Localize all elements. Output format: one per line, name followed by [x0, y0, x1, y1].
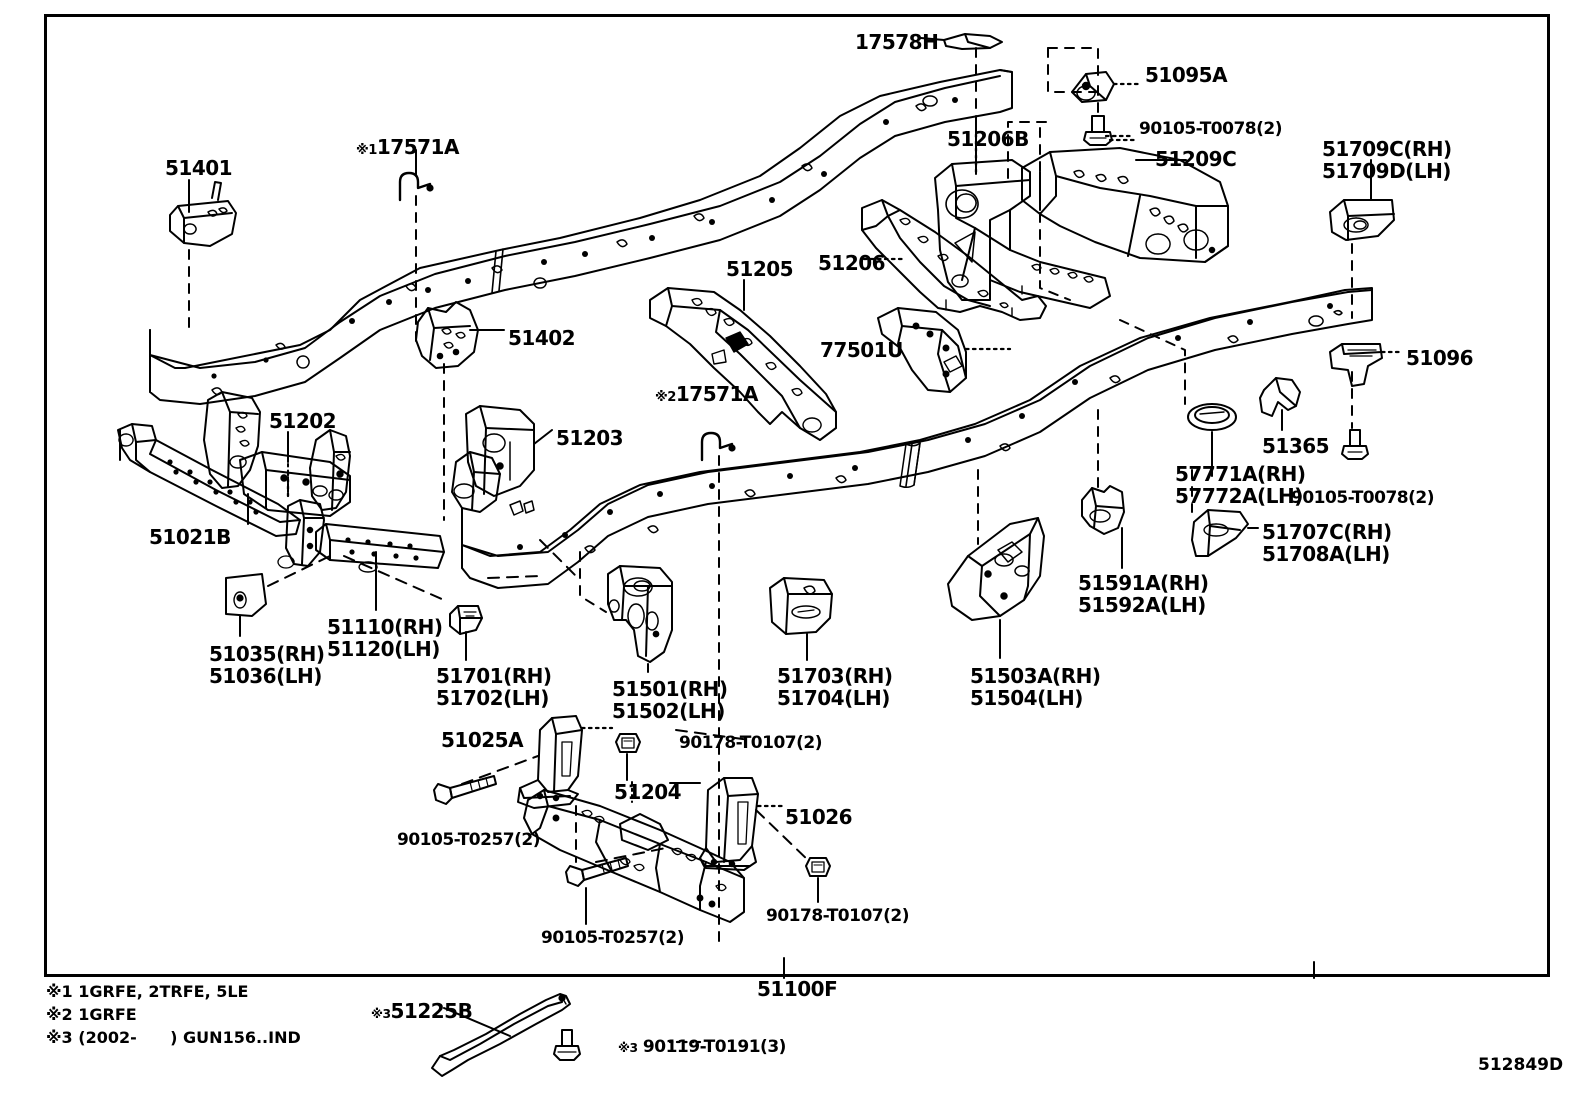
callout-c-51206B: 51206B: [947, 127, 1029, 151]
callout-c-51401: 51401: [165, 156, 233, 180]
callout-c-51203: 51203: [556, 426, 624, 450]
callout-c-5170304: 51703(RH) 51704(LH): [777, 664, 893, 711]
callout-c-5170708: 51707C(RH) 51708A(LH): [1262, 520, 1392, 567]
callout-c-51021B: 51021B: [149, 525, 231, 549]
callout-c-51202: 51202: [269, 409, 337, 433]
callout-part-number: 17571A: [675, 382, 759, 406]
callout-c-51026: 51026: [785, 805, 853, 829]
callout-c-17571A2: ※217571A: [655, 383, 758, 406]
callout-c-51709CD: 51709C(RH) 51709D(LH): [1322, 137, 1452, 184]
fastener-90119-T0191: [553, 1029, 581, 1061]
callout-c-51205: 51205: [726, 257, 794, 281]
callout-c-90105a: 90105-T0078(2): [1139, 119, 1282, 139]
callout-c-511101120: 51110(RH) 51120(LH): [327, 615, 443, 662]
footnotes-block: ※1 1GRFE, 2TRFE, 5LE ※2 1GRFE ※3 (2002- ) …: [46, 980, 301, 1050]
callout-c-90105b: 90105-T0078(2): [1291, 488, 1434, 508]
callout-c-17578H: 17578H: [855, 30, 939, 54]
callout-c-90105c: 90105-T0257(2): [397, 830, 540, 850]
callout-c-51209C: 51209C: [1155, 147, 1237, 171]
footnote-line-2: ※2 1GRFE: [46, 1005, 137, 1025]
callout-c-77501U: 77501U: [820, 338, 903, 362]
footnote-marker: ※1: [356, 143, 377, 158]
callout-c-90178b: 90178-T0107(2): [766, 906, 909, 926]
callout-c-515912: 51591A(RH) 51592A(LH): [1078, 571, 1209, 618]
callout-c-5150102: 51501(RH) 51502(LH): [612, 677, 728, 724]
callout-c-51402: 51402: [508, 326, 576, 350]
footnote-marker: ※3: [618, 1041, 638, 1055]
callout-c-51100F: 51100F: [757, 977, 838, 1001]
callout-c-17571A1: ※117571A: [356, 136, 459, 159]
callout-part-number: 90119-T0191(3): [637, 1037, 787, 1057]
callout-c-90105d: 90105-T0257(2): [541, 928, 684, 948]
callout-c-515034: 51503A(RH) 51504(LH): [970, 664, 1101, 711]
callout-c-51095A: 51095A: [1145, 63, 1228, 87]
callout-c-51365: 51365: [1262, 434, 1330, 458]
diagram-border-frame: [44, 14, 1550, 977]
callout-c-51204: 51204: [614, 780, 682, 804]
callout-c-90178a: 90178-T0107(2): [679, 733, 822, 753]
callout-c-51025A: 51025A: [441, 728, 524, 752]
callout-c-5170102: 51701(RH) 51702(LH): [436, 664, 552, 711]
diagram-id-code: 512849D: [1478, 1055, 1564, 1075]
footnote-line-1: ※1 1GRFE, 2TRFE, 5LE: [46, 982, 249, 1001]
footnote-marker: ※3: [371, 1007, 391, 1021]
footnote-line-3: ※3 (2002- ) GUN156..IND: [46, 1028, 301, 1048]
callout-c-51225B: ※351225B: [371, 999, 473, 1023]
footnote-marker: ※2: [655, 390, 676, 405]
callout-c-51096: 51096: [1406, 346, 1474, 370]
callout-c-5103536: 51035(RH) 51036(LH): [209, 642, 325, 689]
callout-part-number: 17571A: [376, 135, 460, 159]
callout-c-90119: ※3 90119-T0191(3): [618, 1037, 787, 1057]
callout-c-51206: 51206: [818, 251, 886, 275]
callout-c-5777x: 57771A(RH) 57772A(LH): [1175, 462, 1306, 509]
callout-part-number: 51225B: [390, 999, 473, 1023]
